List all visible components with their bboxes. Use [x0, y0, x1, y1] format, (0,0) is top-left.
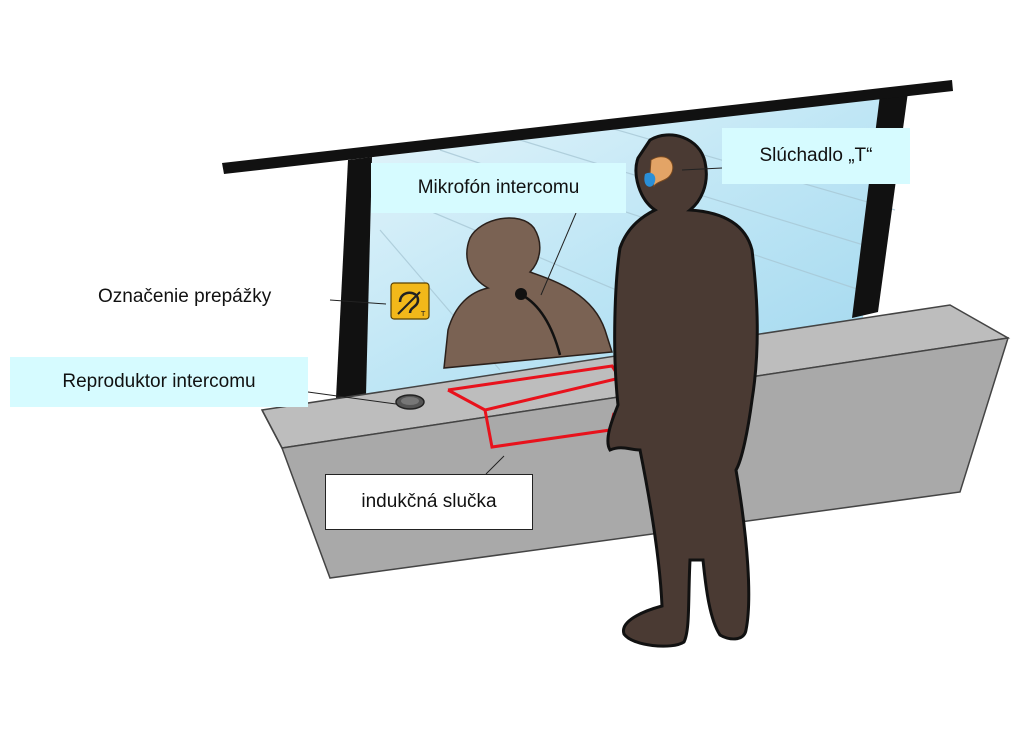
speaker-icon: [395, 394, 425, 410]
induction-loop-outline-back: [447, 388, 486, 412]
clerk-silhouette: [443, 217, 613, 369]
customer-silhouette: [606, 133, 759, 648]
roof-bar: [222, 80, 953, 174]
microphone-icon: [515, 288, 562, 356]
hearing-aid-icon: [644, 156, 674, 188]
svg-text:T: T: [420, 310, 426, 318]
speaker-label: Reproduktor intercomu: [10, 357, 308, 407]
window-frame-left: [336, 157, 372, 398]
hearing-aid-label: Slúchadlo „T“: [722, 128, 910, 184]
microphone-label: Mikrofón intercomu: [371, 163, 626, 213]
leader-lines: [307, 167, 723, 475]
hearing-loop-sign-icon: T: [390, 282, 430, 320]
counter-sign-label: Označenie prepážky: [98, 286, 272, 307]
induction-loop-label: indukčná slučka: [325, 474, 533, 530]
